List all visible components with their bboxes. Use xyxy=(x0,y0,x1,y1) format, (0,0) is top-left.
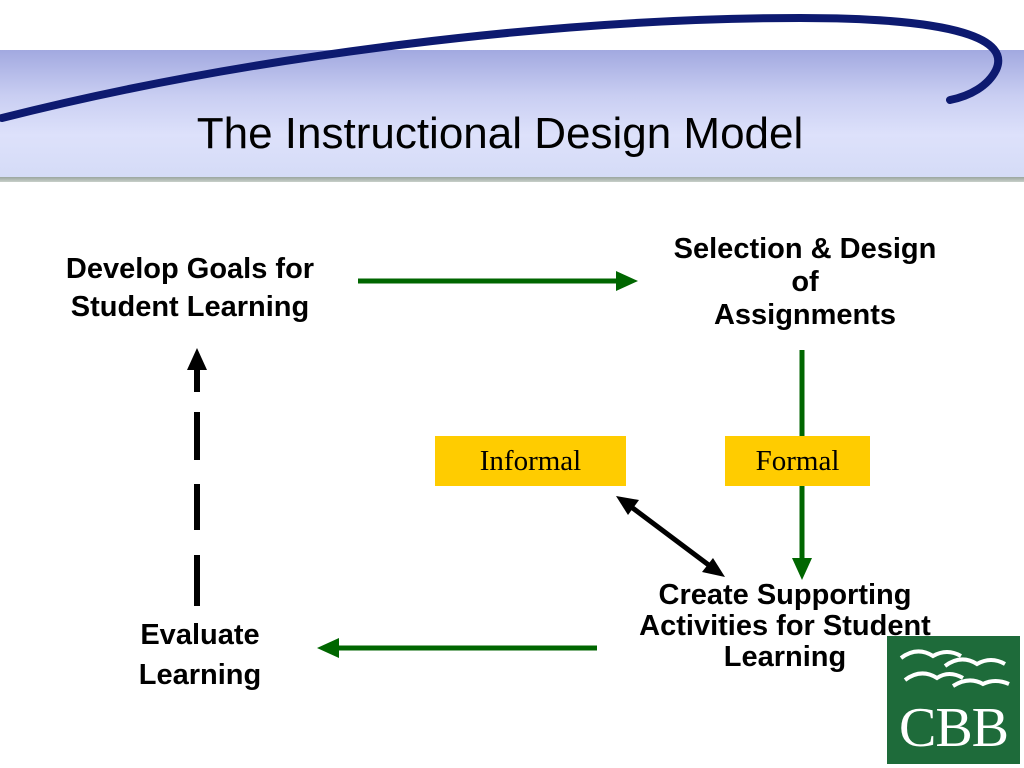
node-selection-design: Selection & Design of Assignments xyxy=(640,233,970,332)
node-evaluate-line2: Learning xyxy=(138,659,262,691)
node-create-supporting-line1: Create Supporting xyxy=(658,579,912,611)
tag-formal: Formal xyxy=(725,436,870,486)
arrow-informal-create-head-bottom xyxy=(702,558,725,577)
node-selection-design-line3: Assignments xyxy=(713,299,897,331)
arrow-create-to-evaluate-head xyxy=(317,638,339,658)
node-create-supporting: Create Supporting Activities for Student… xyxy=(600,580,970,673)
node-selection-design-line1: Selection & Design xyxy=(673,233,937,265)
node-create-supporting-line2: Activities for Student xyxy=(639,610,931,642)
birds-icon xyxy=(899,649,1010,688)
node-evaluate: Evaluate Learning xyxy=(110,615,290,695)
arrow-informal-create-shaft xyxy=(628,504,712,568)
node-develop-goals: Develop Goals for Student Learning xyxy=(30,250,350,326)
arrow-goals-to-selection-head xyxy=(616,271,638,291)
node-develop-goals-line1: Develop Goals for xyxy=(65,253,315,285)
tag-informal: Informal xyxy=(435,436,626,486)
title-band-edge xyxy=(0,177,1024,182)
arrow-selection-to-create-head xyxy=(792,558,812,580)
logo-text: CBB xyxy=(898,697,1009,759)
node-selection-design-line2: of xyxy=(791,266,819,298)
node-create-supporting-line3: Learning xyxy=(723,641,847,673)
slide-title: The Instructional Design Model xyxy=(196,109,804,158)
arrow-informal-create-head-top xyxy=(616,496,639,515)
node-evaluate-line1: Evaluate xyxy=(140,619,260,651)
cbb-logo: CBB xyxy=(887,636,1020,764)
node-develop-goals-line2: Student Learning xyxy=(70,291,310,323)
swoosh-decoration xyxy=(0,13,1003,122)
arrow-evaluate-to-goals-head xyxy=(187,348,207,370)
title-band xyxy=(0,50,1024,181)
